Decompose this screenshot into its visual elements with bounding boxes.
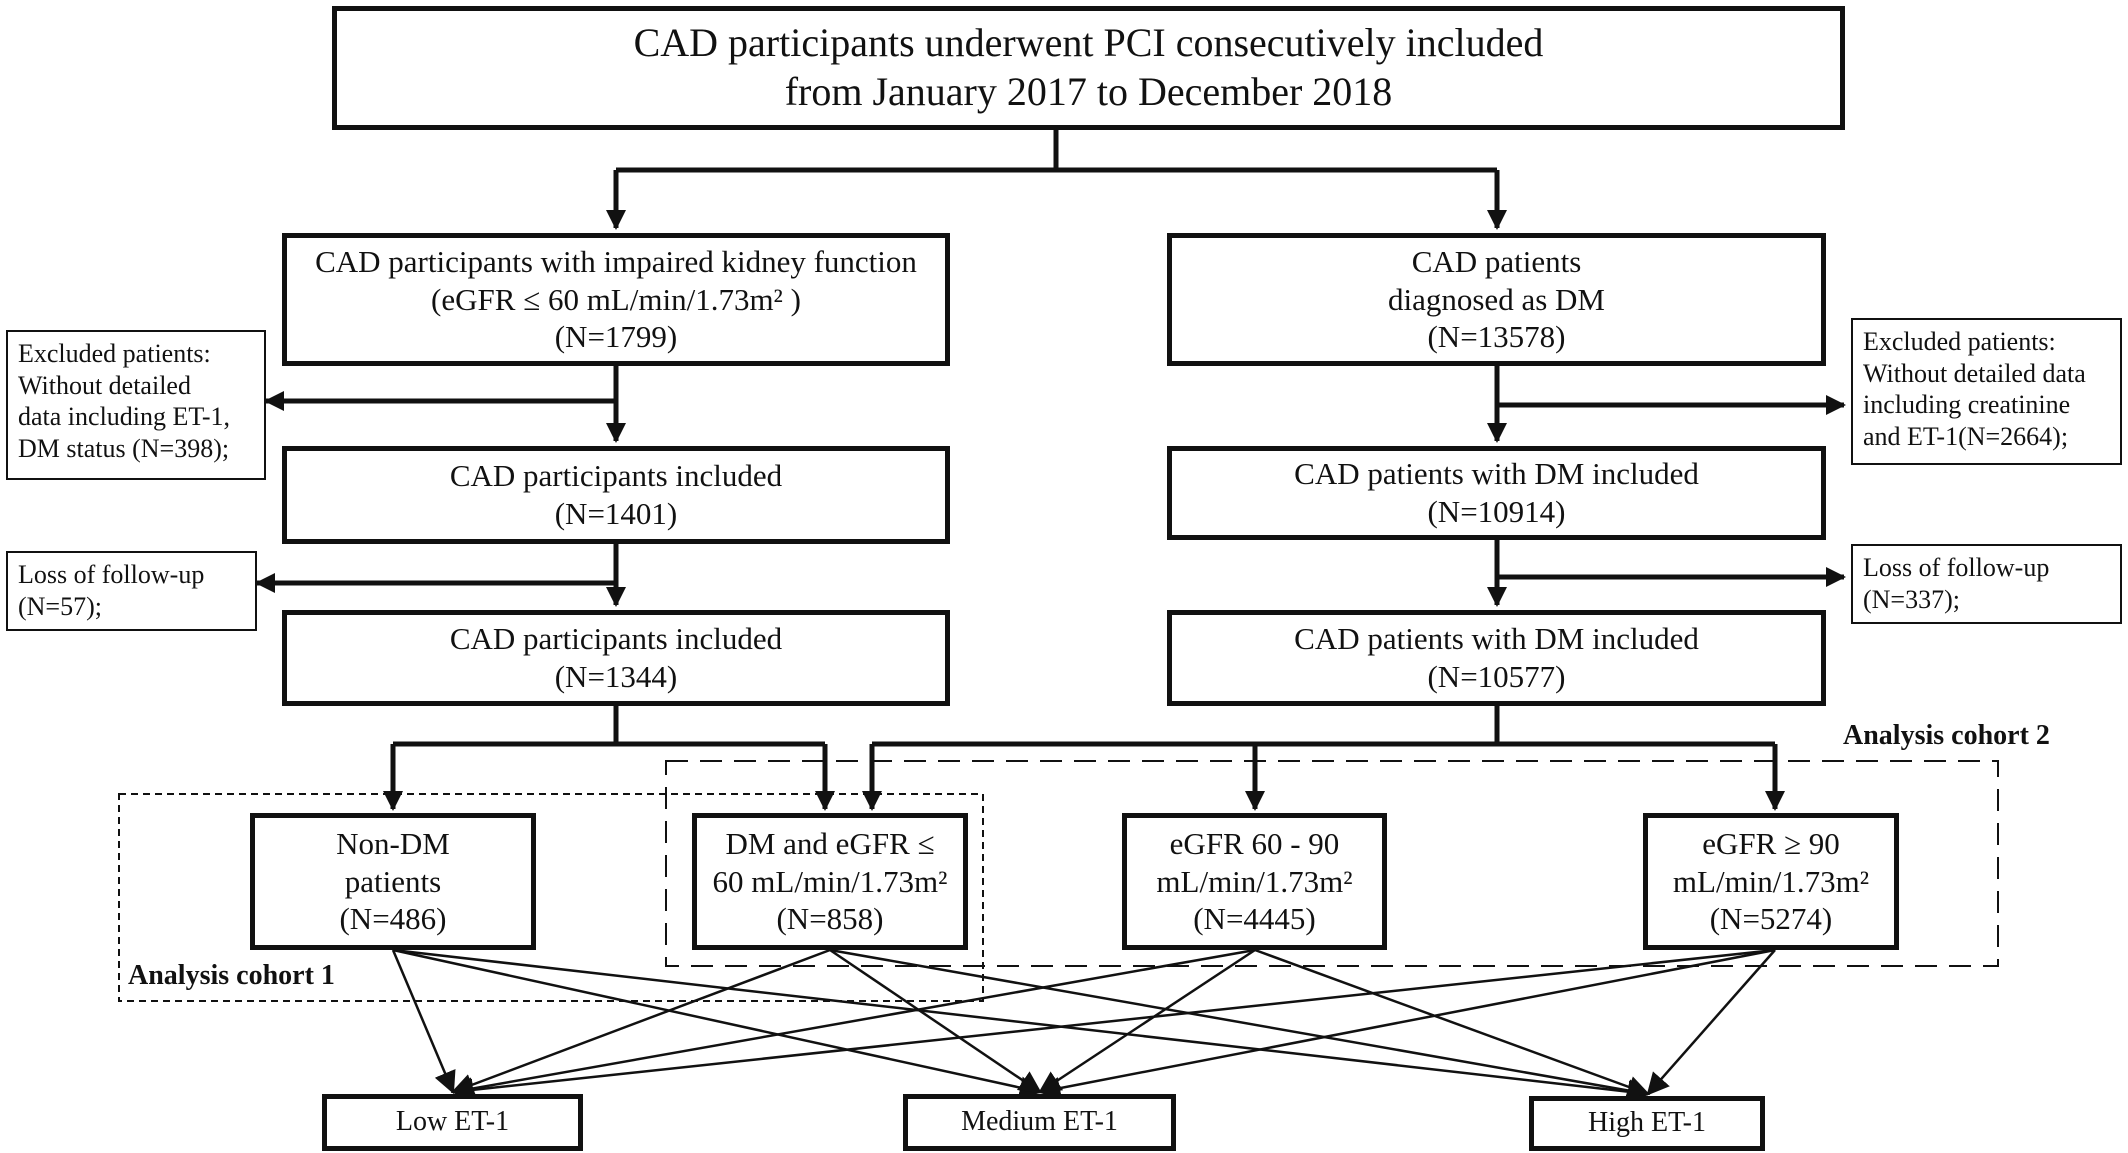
- left-included-box-1: CAD participants included (N=1401): [282, 446, 950, 544]
- left-included-1-label: CAD participants included: [449, 458, 783, 494]
- analysis-cohort-1-label: Analysis cohort 1: [128, 960, 335, 991]
- right-included-box-2: CAD patients with DM included (N=10577): [1167, 610, 1826, 706]
- enrollment-box: CAD participants underwent PCI consecuti…: [332, 6, 1845, 130]
- group-nondm-box: Non-DM patients (N=486): [250, 813, 536, 950]
- group-mid-count: (N=4445): [1193, 901, 1316, 937]
- group-mid-line-2: mL/min/1.73m²: [1156, 863, 1353, 899]
- left-excluded-line-3: data including ET-1,: [18, 402, 231, 432]
- link-nondm-low: [391, 949, 456, 1095]
- left-excluded-line-2: Without detailed: [18, 370, 191, 400]
- group-dm-low-count: (N=858): [776, 901, 884, 937]
- group-mid-line-1: eGFR 60 - 90: [1169, 825, 1340, 861]
- link-dmlow-high: [829, 948, 1651, 1102]
- left-included-box-2: CAD participants included (N=1344): [282, 610, 950, 706]
- link-mid-high: [1254, 948, 1651, 1098]
- link-mid-medium: [1038, 948, 1256, 1094]
- diagnosed-dm-line-1: CAD patients: [1411, 243, 1582, 279]
- right-excluded-line-2: Without detailed data: [1863, 358, 2086, 388]
- enrollment-line-1: CAD participants underwent PCI consecuti…: [633, 20, 1544, 66]
- analysis-cohort-2-label: Analysis cohort 2: [1843, 720, 2050, 751]
- group-high-line-2: mL/min/1.73m²: [1672, 863, 1870, 899]
- group-egfr-90-box: eGFR ≥ 90 mL/min/1.73m² (N=5274): [1643, 813, 1899, 950]
- right-included-box-1: CAD patients with DM included (N=10914): [1167, 446, 1826, 540]
- diagnosed-dm-line-2: diagnosed as DM: [1388, 281, 1605, 317]
- outcome-medium-et1-label: Medium ET-1: [961, 1106, 1118, 1138]
- group-dm-low-line-1: DM and eGFR ≤: [725, 825, 935, 861]
- link-nondm-high: [392, 948, 1651, 1103]
- group-dm-low-line-2: 60 mL/min/1.73m²: [712, 863, 948, 899]
- cohort-2-boundary: [665, 760, 1999, 967]
- link-dmlow-medium: [829, 948, 1042, 1094]
- left-included-2-label: CAD participants included: [449, 621, 783, 657]
- right-included-2-count: (N=10577): [1427, 659, 1566, 694]
- group-nondm-line-2: patients: [344, 863, 442, 899]
- right-included-1-count: (N=10914): [1427, 494, 1566, 529]
- group-dm-low-egfr-box: DM and eGFR ≤ 60 mL/min/1.73m² (N=858): [692, 813, 968, 950]
- right-loss-line-1: Loss of follow-up: [1863, 553, 2050, 582]
- left-loss-box: Loss of follow-up (N=57);: [6, 551, 257, 631]
- left-included-2-count: (N=1344): [554, 659, 678, 694]
- left-loss-line-1: Loss of follow-up: [18, 560, 205, 589]
- diagnosed-dm-box: CAD patients diagnosed as DM (N=13578): [1167, 233, 1826, 366]
- right-included-1-label: CAD patients with DM included: [1294, 456, 1699, 492]
- right-excluded-line-4: and ET-1(N=2664);: [1863, 422, 2069, 452]
- group-high-count: (N=5274): [1709, 901, 1833, 937]
- group-nondm-line-1: Non-DM: [336, 825, 450, 861]
- group-high-line-1: eGFR ≥ 90: [1702, 825, 1840, 861]
- left-loss-line-2: (N=57);: [18, 591, 102, 621]
- right-excluded-line-1: Excluded patients:: [1863, 327, 2056, 356]
- outcome-high-et1-box: High ET-1: [1529, 1096, 1765, 1151]
- outcome-high-et1-label: High ET-1: [1588, 1107, 1706, 1139]
- impaired-kidney-box: CAD participants with impaired kidney fu…: [282, 233, 950, 366]
- impaired-kidney-line-2: (eGFR ≤ 60 mL/min/1.73m² ): [431, 281, 801, 317]
- link-high-medium: [1037, 948, 1776, 1100]
- right-included-2-label: CAD patients with DM included: [1294, 621, 1699, 657]
- right-loss-box: Loss of follow-up (N=337);: [1851, 544, 2122, 624]
- right-excluded-box: Excluded patients: Without detailed data…: [1851, 318, 2122, 465]
- right-excluded-line-3: including creatinine: [1863, 390, 2071, 420]
- cohort-1-boundary: [118, 793, 984, 1002]
- left-excluded-box: Excluded patients: Without detailed data…: [6, 330, 266, 480]
- link-mid-low: [450, 948, 1256, 1100]
- link-nondm-medium: [392, 948, 1043, 1099]
- right-loss-line-2: (N=337);: [1863, 584, 1960, 614]
- outcome-low-et1-box: Low ET-1: [322, 1094, 583, 1151]
- left-included-1-count: (N=1401): [554, 496, 678, 531]
- outcome-low-et1-label: Low ET-1: [395, 1106, 510, 1138]
- link-high-low: [450, 948, 1776, 1102]
- impaired-kidney-count: (N=1799): [554, 319, 678, 355]
- enrollment-line-2: from January 2017 to December 2018: [784, 69, 1393, 114]
- impaired-kidney-line-1: CAD participants with impaired kidney fu…: [315, 243, 917, 279]
- link-dmlow-low: [450, 948, 831, 1096]
- group-egfr-60-90-box: eGFR 60 - 90 mL/min/1.73m² (N=4445): [1122, 813, 1387, 950]
- left-excluded-line-4: DM status (N=398);: [18, 434, 230, 464]
- group-nondm-count: (N=486): [339, 901, 447, 937]
- link-high-high: [1646, 949, 1776, 1096]
- outcome-medium-et1-box: Medium ET-1: [903, 1094, 1176, 1151]
- diagnosed-dm-count: (N=13578): [1427, 319, 1566, 355]
- left-excluded-line-1: Excluded patients:: [18, 339, 211, 368]
